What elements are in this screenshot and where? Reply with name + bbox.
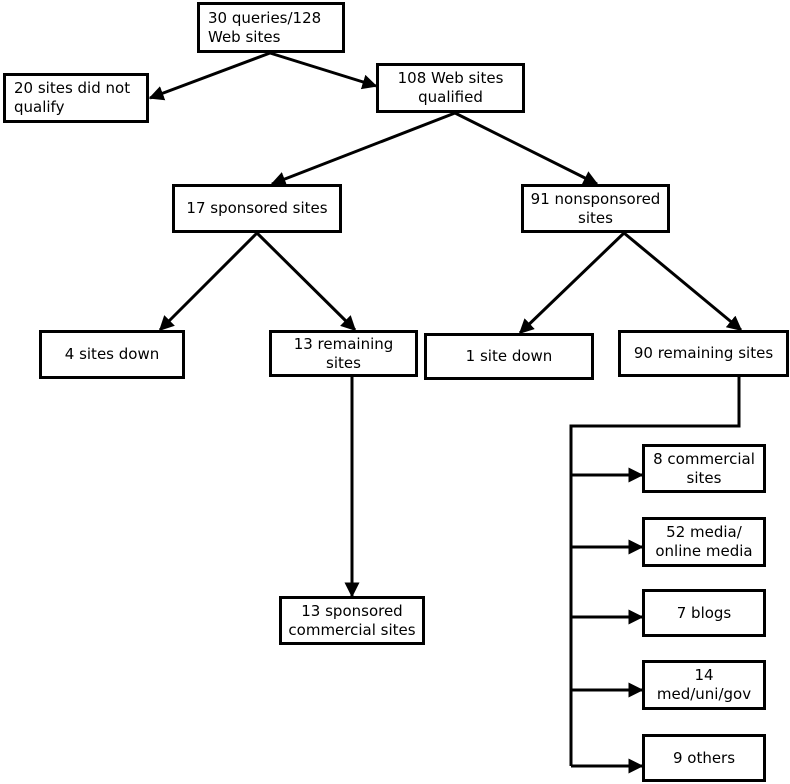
node-sponsored-remaining-label: 13 remaining sites	[293, 334, 394, 372]
arrow-sponsored-to-remaining	[255, 231, 357, 332]
node-root-label: 30 queries/128 Web sites	[208, 8, 322, 46]
node-sponsored-remaining: 13 remaining sites	[269, 330, 418, 377]
node-sponsored-down-label: 4 sites down	[64, 345, 160, 363]
node-nonsponsored-remaining: 90 remaining sites	[618, 330, 789, 377]
arrow-root-to-not-qualified	[148, 51, 271, 101]
node-qualified: 108 Web sites qualified	[376, 63, 525, 113]
node-med-uni-gov: 14 med/uni/gov	[642, 660, 766, 710]
arrow-sponsored-to-down	[158, 231, 259, 332]
node-sponsored: 17 sponsored sites	[172, 184, 342, 233]
node-blogs: 7 blogs	[642, 589, 766, 637]
arrow-nonsponsored-to-down	[518, 231, 626, 335]
arrow-nonsponsored-to-remaining	[623, 231, 743, 332]
node-others-label: 9 others	[672, 748, 736, 767]
node-sponsored-commercial-label: 13 sponsored commercial sites	[288, 601, 416, 639]
bracket-connector	[569, 377, 741, 766]
node-med-uni-gov-label: 14 med/uni/gov	[656, 666, 752, 703]
node-blogs-label: 7 blogs	[676, 603, 732, 622]
arrow-qualified-to-nonsponsored	[454, 111, 599, 186]
node-nonsponsored: 91 nonsponsored sites	[521, 184, 670, 233]
arrow-qualified-to-sponsored	[270, 111, 456, 187]
node-nonsponsored-down: 1 site down	[424, 333, 594, 380]
node-sponsored-commercial: 13 sponsored commercial sites	[279, 596, 425, 645]
node-media: 52 media/ online media	[642, 517, 766, 567]
node-others: 9 others	[642, 734, 766, 782]
node-not-qualified-label: 20 sites did not qualify	[14, 79, 131, 116]
node-sponsored-label: 17 sponsored sites	[186, 199, 328, 217]
node-commercial: 8 commercial sites	[642, 444, 766, 493]
node-commercial-label: 8 commercial sites	[653, 449, 755, 487]
arrow-root-to-qualified	[269, 51, 378, 90]
node-media-label: 52 media/ online media	[655, 523, 753, 560]
node-qualified-label: 108 Web sites qualified	[397, 69, 504, 106]
node-root: 30 queries/128 Web sites	[197, 2, 345, 53]
node-nonsponsored-down-label: 1 site down	[465, 347, 553, 365]
node-sponsored-down: 4 sites down	[39, 330, 185, 379]
node-nonsponsored-label: 91 nonsponsored sites	[530, 189, 661, 227]
node-not-qualified: 20 sites did not qualify	[3, 73, 149, 123]
node-nonsponsored-remaining-label: 90 remaining sites	[633, 344, 774, 362]
